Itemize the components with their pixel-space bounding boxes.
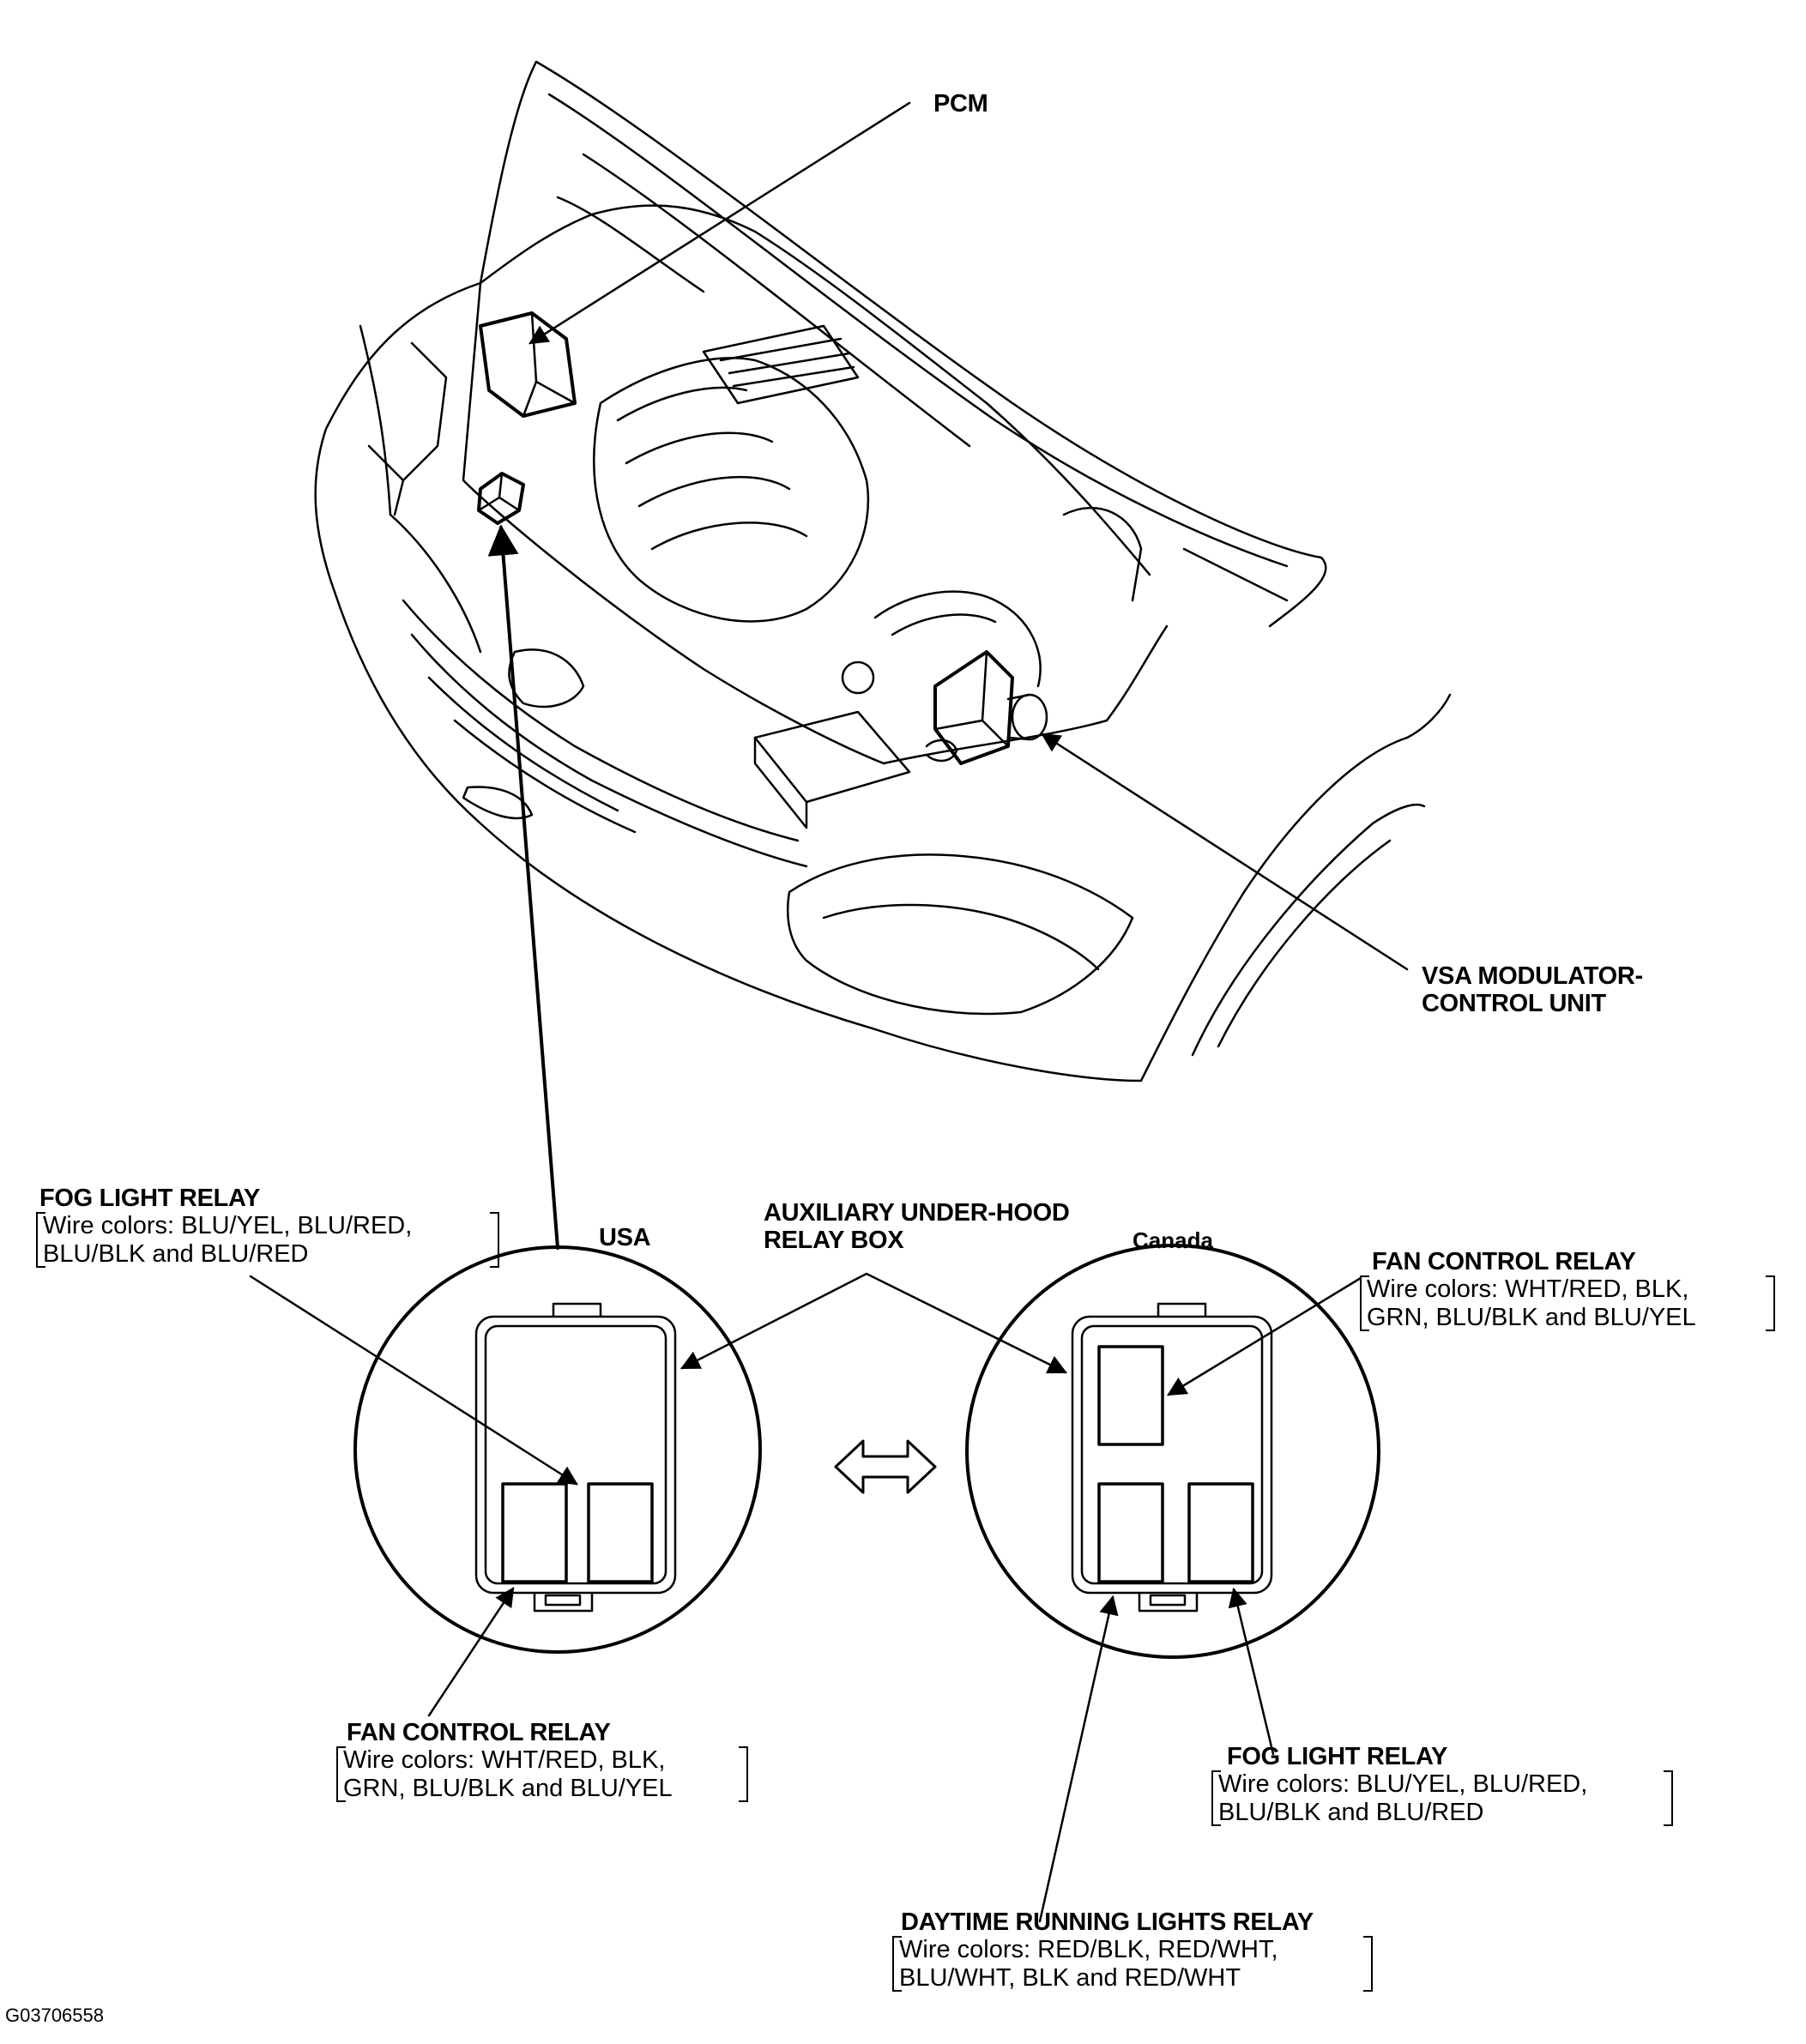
canada-fan-relay [1097, 1345, 1164, 1446]
callout-title: DAYTIME RUNNING LIGHTS RELAY [901, 1908, 1314, 1936]
fan-canada-leader [1167, 1276, 1362, 1396]
fog-light-relay-usa-callout: FOG LIGHT RELAY Wire colors: BLU/YEL, BL… [36, 1185, 499, 1269]
usa-fog-light-relay [587, 1482, 654, 1583]
aux-relay-box-label: AUXILIARY UNDER-HOOD RELAY BOX [764, 1199, 1070, 1255]
usa-detail [353, 1245, 762, 1654]
usa-label: USA [599, 1224, 651, 1251]
leader-lines [249, 101, 1409, 1923]
wire-bracket: Wire colors: WHT/RED, BLK, GRN, BLU/BLK … [336, 1746, 748, 1803]
fog-canada-leader [1228, 1587, 1275, 1756]
relay-box-component [477, 472, 525, 525]
wire-colors-line1: Wire colors: WHT/RED, BLK, [1367, 1275, 1689, 1304]
drl-canada-leader [1038, 1595, 1119, 1923]
wire-colors-line1: Wire colors: RED/BLK, RED/WHT, [899, 1936, 1278, 1964]
fan-control-relay-usa-callout: FAN CONTROL RELAY Wire colors: WHT/RED, … [336, 1719, 748, 1803]
canada-drl-relay [1097, 1482, 1164, 1583]
wire-colors-line2: BLU/WHT, BLK and RED/WHT [899, 1963, 1241, 1992]
vsa-label-line1: VSA MODULATOR- [1422, 962, 1643, 990]
vsa-label: VSA MODULATOR- CONTROL UNIT [1422, 962, 1643, 1018]
pcm-label: PCM [933, 90, 988, 118]
wire-bracket: Wire colors: BLU/YEL, BLU/RED, BLU/BLK a… [36, 1212, 499, 1269]
wire-colors-line2: GRN, BLU/BLK and BLU/YEL [1367, 1303, 1696, 1331]
wire-colors-line2: BLU/BLK and BLU/RED [43, 1239, 309, 1268]
pcm-leader [529, 101, 911, 345]
callout-title: FOG LIGHT RELAY [39, 1185, 261, 1212]
fog-light-relay-canada-callout: FOG LIGHT RELAY Wire colors: BLU/YEL, BL… [1211, 1743, 1673, 1827]
double-arrow-icon [834, 1439, 937, 1494]
callout-title: FAN CONTROL RELAY [1372, 1248, 1636, 1275]
wire-colors-line1: Wire colors: BLU/YEL, BLU/RED, [1218, 1770, 1588, 1799]
relay-box-leader [487, 524, 559, 1250]
canada-detail [965, 1244, 1380, 1659]
vsa-label-line2: CONTROL UNIT [1422, 990, 1606, 1018]
canada-fog-light-relay [1187, 1482, 1254, 1583]
drl-relay-canada-callout: DAYTIME RUNNING LIGHTS RELAY Wire colors… [892, 1908, 1373, 1993]
vsa-leader [1041, 733, 1409, 971]
wire-colors-line1: Wire colors: BLU/YEL, BLU/RED, [43, 1212, 413, 1240]
wire-bracket: Wire colors: RED/BLK, RED/WHT, BLU/WHT, … [892, 1936, 1373, 1993]
vsa-component [933, 650, 1048, 765]
pcm-component [479, 311, 577, 418]
usa-fan-relay [501, 1482, 568, 1583]
fan-control-relay-canada-callout: FAN CONTROL RELAY Wire colors: WHT/RED, … [1360, 1248, 1775, 1332]
hood [479, 60, 1327, 628]
callout-title: FOG LIGHT RELAY [1227, 1743, 1448, 1770]
canada-label: Canada [1133, 1227, 1213, 1253]
fan-usa-leader [427, 1587, 515, 1717]
figure-code: G03706558 [5, 2005, 104, 2026]
engine-compartment [462, 204, 1169, 829]
callout-title: FAN CONTROL RELAY [347, 1719, 611, 1746]
wire-colors-line1: Wire colors: WHT/RED, BLK, [343, 1746, 666, 1775]
aux-label-line1: AUXILIARY UNDER-HOOD [764, 1199, 1070, 1227]
car-body [314, 281, 1452, 1082]
wire-colors-line2: BLU/BLK and BLU/RED [1218, 1798, 1484, 1826]
wire-bracket: Wire colors: WHT/RED, BLK, GRN, BLU/BLK … [1360, 1275, 1775, 1332]
wire-bracket: Wire colors: BLU/YEL, BLU/RED, BLU/BLK a… [1211, 1770, 1673, 1827]
fog-usa-leader [249, 1275, 578, 1486]
wire-colors-line2: GRN, BLU/BLK and BLU/YEL [343, 1774, 673, 1802]
aux-label-line2: RELAY BOX [764, 1227, 904, 1255]
